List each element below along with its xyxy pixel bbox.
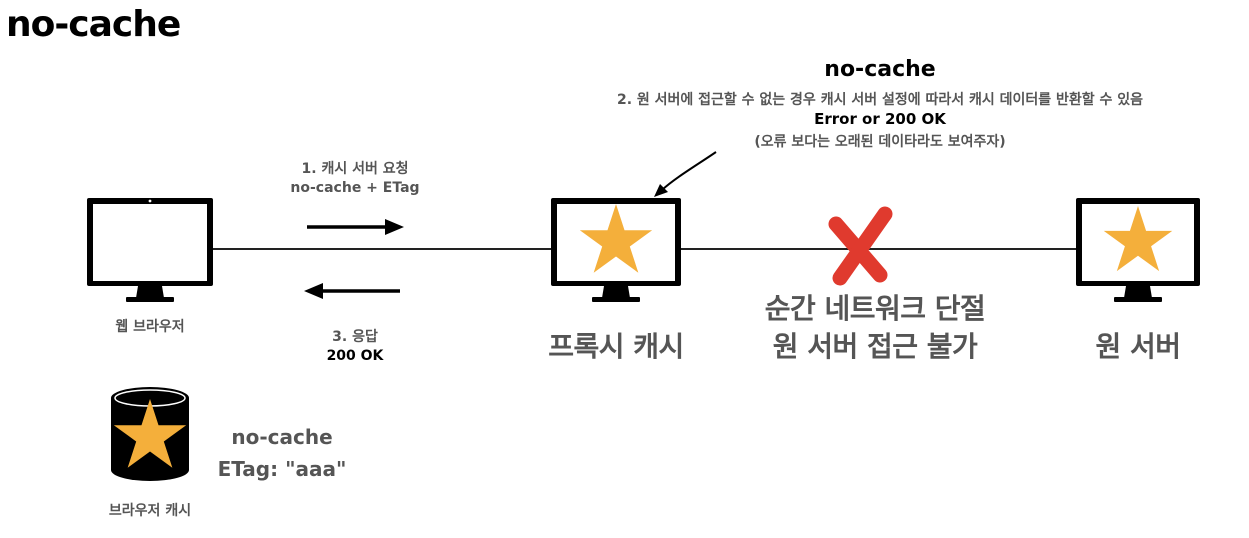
proxy-label: 프록시 캐시 bbox=[548, 330, 684, 363]
response-status-label: 200 OK bbox=[326, 348, 384, 364]
response-arrow-icon bbox=[304, 283, 400, 299]
browser-monitor-icon bbox=[87, 198, 213, 302]
browser-label: 웹 브라우저 bbox=[115, 319, 185, 335]
cache-etag-label: ETag: "aaa" bbox=[217, 457, 347, 481]
request-arrow-icon bbox=[307, 219, 404, 235]
origin-label: 원 서버 bbox=[1095, 330, 1181, 363]
annotation-description: 2. 원 서버에 접근할 수 없는 경우 캐시 서버 설정에 따라서 캐시 데이… bbox=[616, 92, 1144, 108]
failure-label-line1: 순간 네트워크 단절 bbox=[764, 292, 986, 325]
annotation-status: Error or 200 OK bbox=[814, 110, 946, 128]
request-headers-label: no-cache + ETag bbox=[290, 180, 420, 196]
cache-directive-label: no-cache bbox=[231, 425, 333, 449]
browser-cache-label: 브라우저 캐시 bbox=[108, 503, 192, 519]
page-title: no-cache bbox=[6, 4, 181, 45]
annotation-note: (오류 보다는 오래된 데이타라도 보여주자) bbox=[754, 134, 1006, 150]
request-step-label: 1. 캐시 서버 요청 bbox=[301, 161, 409, 177]
annotation-pointer-icon bbox=[654, 151, 717, 197]
disconnect-cross-icon bbox=[828, 206, 893, 286]
annotation-title: no-cache bbox=[824, 57, 936, 82]
failure-label-line2: 원 서버 접근 불가 bbox=[772, 330, 978, 363]
response-step-label: 3. 응답 bbox=[332, 329, 378, 345]
